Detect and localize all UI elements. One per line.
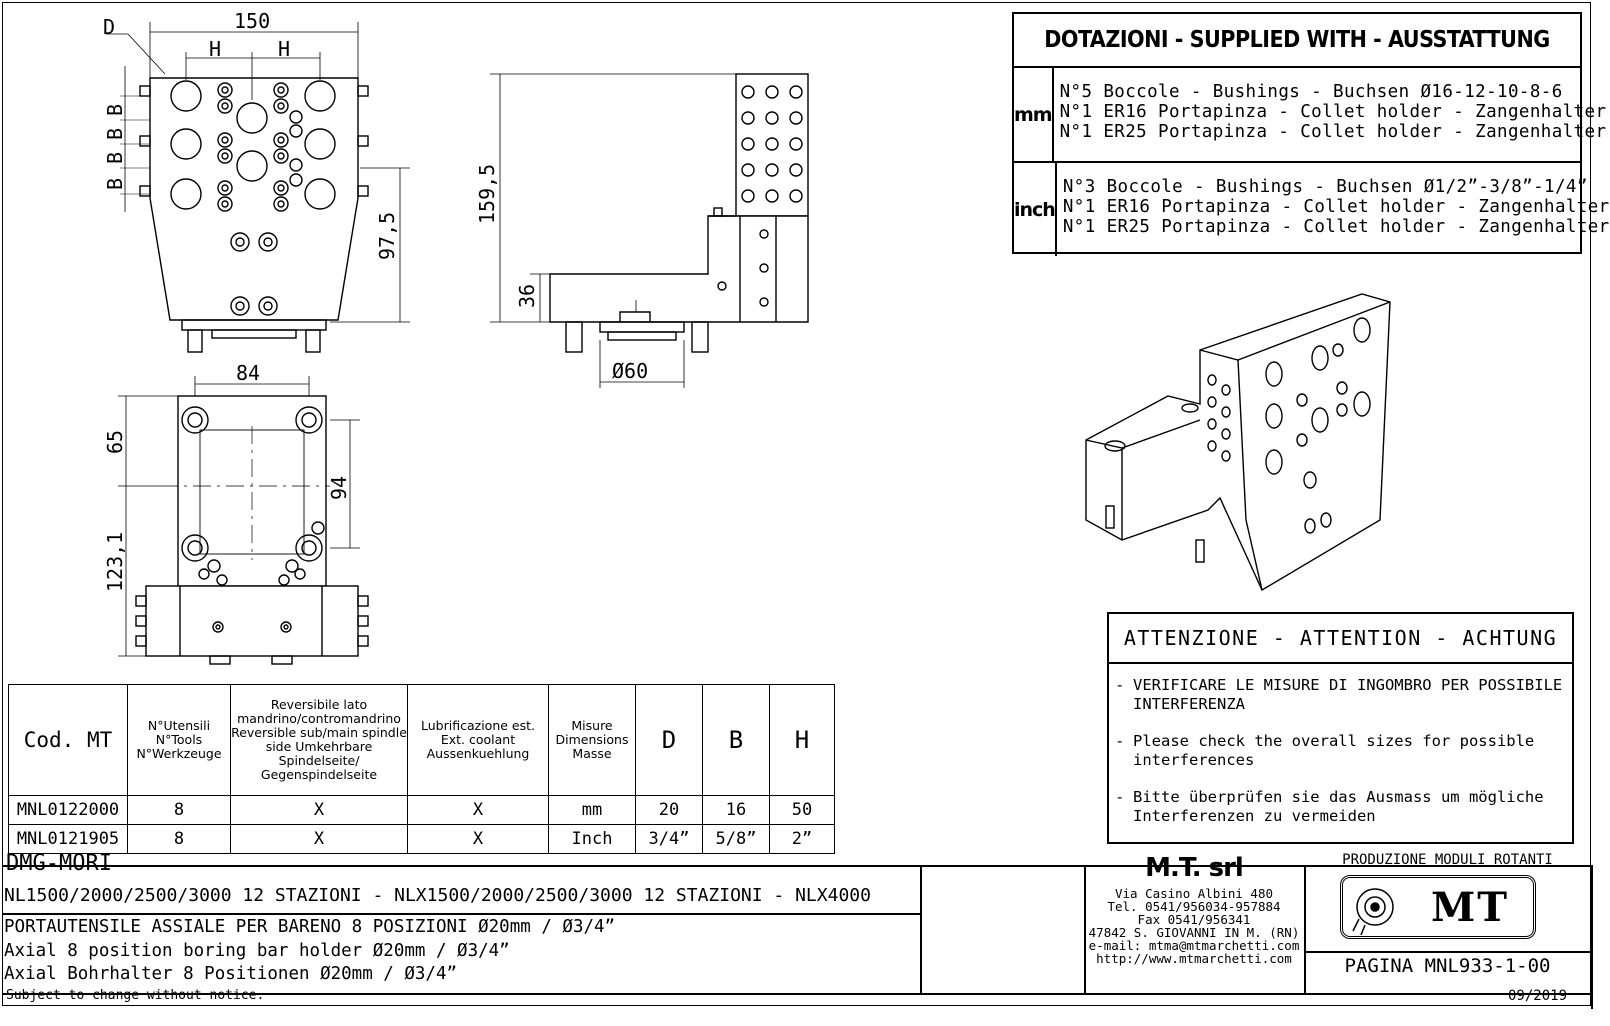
dim-159-5: 159,5 xyxy=(475,164,499,224)
col-header-coolant: Lubrificazione est. Ext. coolant Aussenk… xyxy=(407,684,549,796)
dim-94: 94 xyxy=(327,476,351,500)
drawing-frame xyxy=(2,2,1591,1006)
dim-b-2: B xyxy=(103,128,127,140)
motor-icon xyxy=(1352,888,1394,936)
isometric-view xyxy=(1085,293,1391,591)
company-logo: MT xyxy=(1340,875,1536,939)
attention-item: -Please check the overall sizes for poss… xyxy=(1115,732,1535,769)
title-block: DMG-MORI NL1500/2000/2500/3000 12 STAZIO… xyxy=(2,851,1593,1009)
company-name: M.T. srl xyxy=(1145,853,1244,883)
table-row: MNL0121905 8 X X Inch 3/4” 5/8” 2” xyxy=(8,824,835,854)
revision-date: 09/2019 xyxy=(1508,988,1568,1004)
dim-150: 150 xyxy=(234,9,270,33)
page-code: PAGINA MNL933-1-00 xyxy=(1344,955,1551,977)
front-view xyxy=(106,22,410,353)
supplied-line: N°5 Boccole - Bushings - Buchsen Ø16-12-… xyxy=(1059,82,1563,102)
col-header-b: B xyxy=(702,684,770,796)
codes-table: Cod. MT N°Utensili N°Tools N°Werkzeuge R… xyxy=(8,684,835,854)
attention-panel: ATTENZIONE - ATTENTION - ACHTUNG -VERIFI… xyxy=(1107,612,1574,844)
col-header-tools: N°Utensili N°Tools N°Werkzeuge xyxy=(127,684,231,796)
col-header-reversible: Reversibile lato mandrino/contromandrino… xyxy=(230,684,408,796)
description-de: Axial Bohrhalter 8 Positionen Ø20mm / Ø3… xyxy=(4,964,458,984)
dim-84: 84 xyxy=(236,361,260,385)
top-view xyxy=(118,376,369,665)
supplied-line: N°1 ER16 Portapinza - Collet holder - Za… xyxy=(1059,102,1607,122)
unit-label: inch xyxy=(1014,163,1057,256)
dim-65: 65 xyxy=(103,430,127,454)
supplied-line: N°1 ER16 Portapinza - Collet holder - Za… xyxy=(1062,197,1610,217)
attention-item: -Bitte überprüfen sie das Ausmass um mög… xyxy=(1115,788,1544,825)
supplied-line: N°1 ER25 Portapinza - Collet holder - Za… xyxy=(1062,217,1610,237)
table-header-row: Cod. MT N°Utensili N°Tools N°Werkzeuge R… xyxy=(8,684,835,796)
attention-item: -VERIFICARE LE MISURE DI INGOMBRO PER PO… xyxy=(1115,676,1563,713)
dim-h-1: H xyxy=(209,37,221,61)
dim-b-1: B xyxy=(103,104,127,116)
attention-title: ATTENZIONE - ATTENTION - ACHTUNG xyxy=(1109,614,1572,664)
company-address: Via Casino Albini 480 Tel. 0541/956034-9… xyxy=(1088,886,1300,966)
dim-b-3: B xyxy=(103,152,127,164)
supplied-row-mm: mm N°5 Boccole - Bushings - Buchsen Ø16-… xyxy=(1014,68,1606,163)
logo-text: MT xyxy=(1430,883,1509,931)
side-view xyxy=(490,73,809,388)
machine-name: DMG-MORI xyxy=(6,851,112,876)
supplied-with-title: DOTAZIONI - SUPPLIED WITH - AUSSTATTUNG xyxy=(1014,14,1580,68)
col-header-h: H xyxy=(769,684,835,796)
change-notice: Subject to change without notice. xyxy=(6,988,265,1003)
description-it: PORTAUTENSILE ASSIALE PER BARENO 8 POSIZ… xyxy=(4,917,616,937)
supplied-with-panel: DOTAZIONI - SUPPLIED WITH - AUSSTATTUNG … xyxy=(1012,12,1609,256)
unit-label: mm xyxy=(1014,68,1054,161)
description-en: Axial 8 position boring bar holder Ø20mm… xyxy=(4,941,510,961)
col-header-d: D xyxy=(635,684,703,796)
dim-123-1: 123,1 xyxy=(103,532,127,592)
supplied-row-inch: inch N°3 Boccole - Bushings - Buchsen Ø1… xyxy=(1014,163,1609,256)
production-label: PRODUZIONE MODULI ROTANTI xyxy=(1342,852,1553,868)
dim-36: 36 xyxy=(515,284,539,308)
dim-h-2: H xyxy=(278,37,290,61)
dim-97-5: 97,5 xyxy=(375,212,399,260)
machine-models: NL1500/2000/2500/3000 12 STAZIONI - NLX1… xyxy=(4,885,871,906)
dim-d: D xyxy=(103,15,115,39)
col-header-code: Cod. MT xyxy=(8,684,128,796)
dim-b-4: B xyxy=(103,178,127,190)
col-header-dimensions: Misure Dimensions Masse xyxy=(548,684,636,796)
supplied-line: N°1 ER25 Portapinza - Collet holder - Za… xyxy=(1059,122,1607,142)
table-row: MNL0122000 8 X X mm 20 16 50 xyxy=(8,795,835,825)
dim-60: Ø60 xyxy=(612,359,648,383)
supplied-line: N°3 Boccole - Bushings - Buchsen Ø1/2”-3… xyxy=(1062,177,1588,197)
technical-drawing: D 150 H H B B B B 97,5 159,5 36 Ø60 84 6… xyxy=(103,9,1391,665)
